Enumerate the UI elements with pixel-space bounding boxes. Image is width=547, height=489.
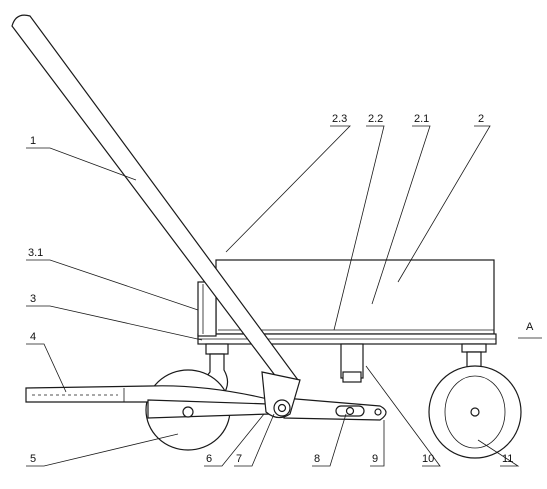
label-A: A [526, 321, 534, 333]
label-7: 7 [236, 453, 242, 465]
strut-foot [342, 371, 362, 383]
leader-7 [234, 413, 275, 467]
linkage-bar [283, 397, 387, 421]
handle [11, 14, 301, 419]
pivot-inner [277, 403, 287, 413]
handle-shaft [11, 14, 299, 391]
front-caster-plate [205, 343, 229, 355]
box-body [215, 259, 495, 335]
leader-1 [26, 147, 137, 181]
leader-10 [365, 365, 441, 467]
label-8: 8 [314, 453, 320, 465]
label-2: 2 [478, 113, 484, 125]
label-6: 6 [206, 453, 212, 465]
rear-wheel-hub [470, 407, 480, 417]
leader-3-1 [26, 259, 199, 311]
leader-9 [370, 420, 385, 467]
linkage-pin [345, 406, 355, 416]
rear-wheel-inner [444, 375, 506, 449]
label-1: 1 [30, 135, 36, 147]
label-5: 5 [30, 453, 36, 465]
leader-11 [477, 439, 520, 467]
linkage-end-pin [374, 408, 382, 416]
leader-2-1 [371, 125, 431, 305]
leader-8 [312, 413, 347, 467]
linkage [283, 397, 387, 421]
leader-lines [26, 125, 542, 467]
handle-bracket [261, 371, 301, 419]
lower-arm-pin [182, 406, 194, 418]
cargo-box [215, 259, 495, 335]
label-2-3: 2.3 [332, 113, 347, 125]
label-3: 3 [30, 293, 36, 305]
label-4: 4 [30, 331, 36, 343]
label-2-1: 2.1 [414, 113, 429, 125]
leader-2 [397, 125, 491, 283]
leader-5 [26, 433, 179, 467]
label-3-1: 3.1 [28, 247, 43, 259]
leader-6 [204, 413, 265, 467]
labels: 1 2 2.1 2.2 2.3 3.1 3 4 5 6 7 8 9 10 11 … [28, 113, 534, 465]
caster-plate [461, 343, 487, 353]
rear-wheel-assembly [428, 343, 522, 459]
strut [340, 343, 364, 383]
label-9: 9 [372, 453, 378, 465]
label-11: 11 [502, 453, 513, 465]
leader-4 [26, 343, 67, 393]
label-2-2: 2.2 [368, 113, 383, 125]
leader-2-2 [333, 125, 385, 331]
leader-3 [26, 305, 203, 341]
label-10: 10 [422, 453, 434, 465]
leader-2-3 [225, 125, 351, 253]
